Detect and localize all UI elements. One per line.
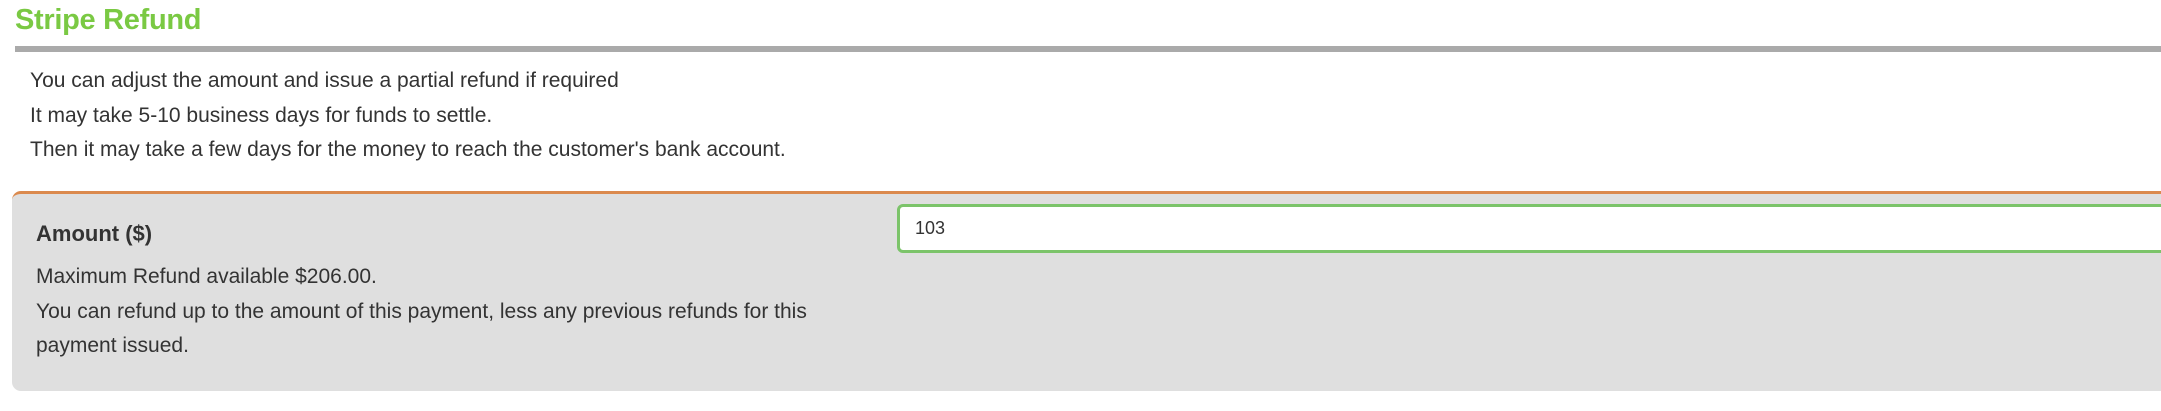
page-title: Stripe Refund <box>15 4 202 36</box>
instruction-line: Then it may take a few days for the mone… <box>30 138 786 161</box>
max-refund-text: Maximum Refund available $206.00. <box>36 265 377 288</box>
title-divider <box>15 46 2161 52</box>
amount-label-column: Amount ($) Maximum Refund available $206… <box>36 216 886 364</box>
refund-help-text: You can refund up to the amount of this … <box>36 299 807 358</box>
amount-input[interactable] <box>897 204 2161 253</box>
refund-instructions: You can adjust the amount and issue a pa… <box>30 64 786 168</box>
instruction-line: It may take 5-10 business days for funds… <box>30 103 493 127</box>
amount-field-label: Amount ($) <box>36 221 153 246</box>
instruction-line: You can adjust the amount and issue a pa… <box>30 69 619 92</box>
amount-form-panel: Amount ($) Maximum Refund available $206… <box>12 191 2161 391</box>
